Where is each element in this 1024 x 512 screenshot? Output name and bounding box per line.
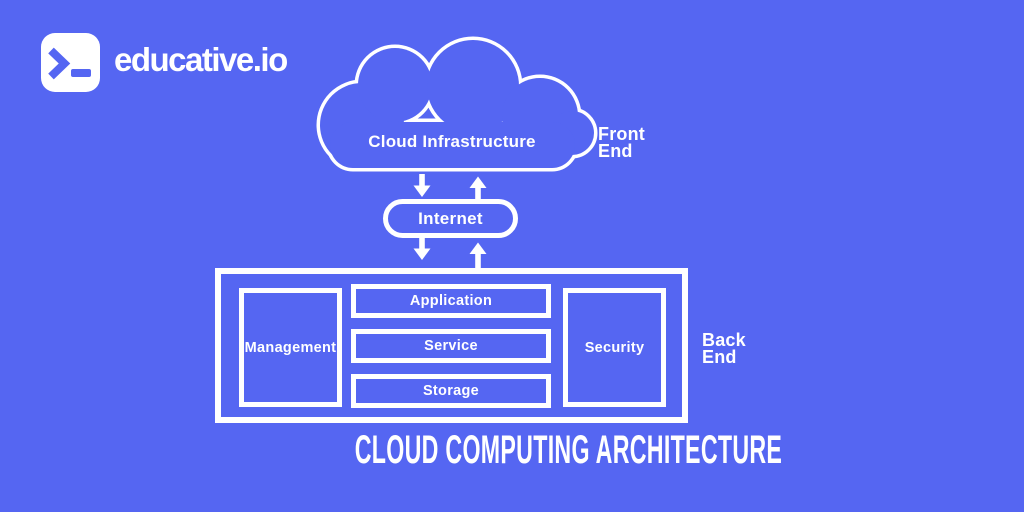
front-end-label: Front End xyxy=(598,124,645,161)
terminal-prompt-icon xyxy=(48,47,91,80)
management-box: Management xyxy=(239,288,342,407)
educative-logo xyxy=(41,33,100,92)
up-arrow-backend-to-internet-icon xyxy=(469,242,487,268)
security-box: Security xyxy=(563,288,666,407)
storage-label: Storage xyxy=(422,383,480,399)
diagram-title-text: CLOUD COMPUTING ARCHITECTURE xyxy=(354,427,782,472)
service-box: Service xyxy=(351,329,551,363)
internet-label: Internet xyxy=(418,208,483,228)
storage-box: Storage xyxy=(351,374,551,408)
back-end-label: Back End xyxy=(702,330,746,367)
down-arrow-internet-to-backend-icon xyxy=(413,238,431,260)
brand-name: educative.io xyxy=(114,41,288,78)
service-label: Service xyxy=(424,338,478,354)
internet-node: Internet xyxy=(383,199,518,238)
security-label: Security xyxy=(584,339,645,356)
up-arrow-internet-to-cloud-icon xyxy=(469,176,487,199)
diagram-title: CLOUD COMPUTING ARCHITECTURE xyxy=(354,428,781,472)
cloud-infrastructure-label: Cloud Infrastructure xyxy=(368,132,536,151)
application-box: Application xyxy=(351,284,551,318)
application-label: Application xyxy=(409,293,493,309)
down-arrow-cloud-to-internet-icon xyxy=(413,174,431,197)
management-label: Management xyxy=(244,339,337,356)
backend-container xyxy=(215,268,688,423)
